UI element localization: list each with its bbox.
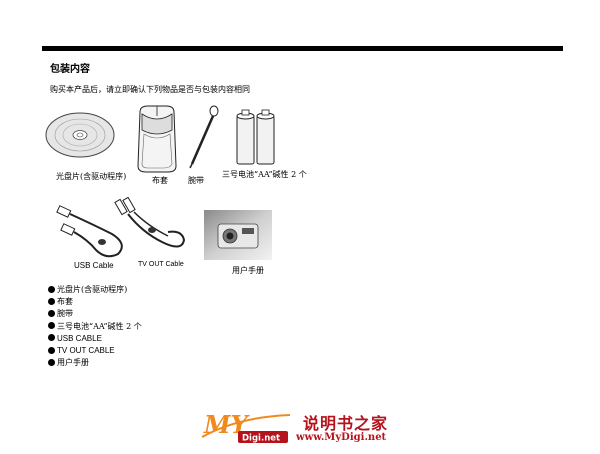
list-item: 光盘片(含驱动程序) [48,284,142,296]
list-item: USB CABLE [48,333,142,345]
cd-illustration [45,112,115,158]
bullet-icon [48,334,55,342]
tv-cable-illustration [114,196,186,248]
page-title: 包装内容 [50,64,90,75]
strap-illustration [189,105,219,169]
contents-list: 光盘片(含驱动程序) 布套 腕带 三号电池“AA”碱性 2 个 USB CABL… [48,284,142,369]
list-item: 用户手册 [48,357,142,369]
bullet-icon [48,309,55,317]
logo-subtext: Digi.net [242,434,280,444]
manual-illustration [204,210,272,260]
mydigi-logo: MY Digi.net [201,411,291,444]
brand-url[interactable]: www.MyDigi.net [296,432,387,443]
tv-caption: TV OUT Cable [138,261,184,268]
battery-caption: 三号电池“AA”碱性 2 个 [222,170,307,179]
case-caption: 布套 [152,176,168,185]
intro-text: 购买本产品后，请立即确认下列物品是否与包装内容相同 [50,85,250,94]
bullet-icon [48,285,55,293]
list-item: TV OUT CABLE [48,345,142,357]
bullet-icon [48,358,55,366]
bullet-icon [48,297,55,305]
battery-illustration [236,109,275,165]
manual-caption: 用户手册 [232,266,264,275]
cd-caption: 光盘片(含驱动程序) [56,172,127,181]
brand-name: 说明书之家 [303,414,389,433]
usb-cable-illustration [56,205,123,258]
case-illustration [137,105,177,173]
list-item: 腕带 [48,308,142,320]
bullet-icon [48,322,55,330]
strap-caption: 腕带 [188,176,204,185]
list-item: 三号电池“AA”碱性 2 个 [48,321,142,333]
bullet-icon [48,346,55,354]
list-item: 布套 [48,296,142,308]
top-rule [42,46,563,51]
usb-caption: USB Cable [74,261,114,270]
